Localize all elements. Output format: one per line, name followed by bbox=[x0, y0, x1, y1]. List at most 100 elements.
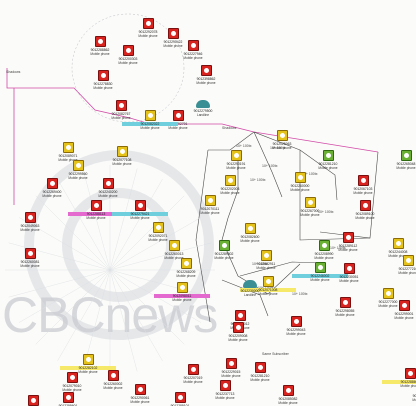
phone-node[interactable]: 9012288604Mobile phone bbox=[382, 368, 416, 388]
cluster-spoke bbox=[18, 217, 111, 271]
edge-label-shadows: Shadows bbox=[6, 70, 21, 74]
connection-line bbox=[319, 151, 379, 239]
node-type: Mobile phone bbox=[86, 216, 106, 220]
node-type: Mobile phone bbox=[318, 166, 338, 170]
node-number: 9012070111 bbox=[200, 207, 220, 211]
phone-icon bbox=[392, 238, 404, 249]
cluster-spoke bbox=[109, 178, 163, 271]
cluster-spoke bbox=[109, 269, 212, 298]
node-number: 9012281210 bbox=[318, 162, 338, 166]
connection-line bbox=[253, 131, 338, 201]
node-type: Mobile phone bbox=[278, 401, 298, 405]
phone-node[interactable]: 9012289101Mobile phone bbox=[152, 392, 208, 406]
edge-label: 10+ 100tx bbox=[250, 178, 266, 182]
node-number: 9012209008 bbox=[228, 334, 248, 338]
node-number: 9012089100 bbox=[355, 212, 375, 216]
connection-line bbox=[239, 261, 322, 277]
cluster-spoke bbox=[8, 269, 111, 298]
landline-icon bbox=[243, 280, 257, 288]
phone-icon bbox=[115, 100, 127, 111]
node-type: Mobile phone bbox=[353, 191, 373, 195]
phone-icon bbox=[400, 150, 412, 161]
edge-label: 10+ 100tx bbox=[270, 146, 286, 150]
phone-node[interactable]: 9012262202Mobile phone bbox=[5, 395, 61, 406]
node-number: 9012277210 bbox=[398, 267, 416, 271]
phone-node[interactable]: 9012290000Mobile phone bbox=[394, 382, 416, 402]
phone-icon bbox=[144, 110, 156, 121]
node-type: Mobile phone bbox=[398, 271, 416, 275]
cluster-spoke bbox=[109, 195, 185, 271]
node-number: 9012289802 bbox=[214, 252, 234, 256]
cluster-spoke bbox=[109, 269, 138, 372]
node-type: Mobile phone bbox=[240, 239, 260, 243]
node-type: Mobile phone bbox=[215, 396, 235, 400]
node-number: 9012082767 bbox=[111, 112, 131, 116]
node-type: Mobile phone bbox=[58, 158, 78, 162]
node-type: Mobile phone bbox=[314, 256, 334, 260]
cluster-spoke bbox=[109, 168, 138, 271]
node-type: Mobile phone bbox=[168, 126, 188, 130]
phone-icon bbox=[66, 372, 78, 383]
phone-node[interactable]: 9012299601Mobile phone bbox=[40, 392, 96, 406]
node-number: 9012227946 bbox=[183, 52, 203, 56]
